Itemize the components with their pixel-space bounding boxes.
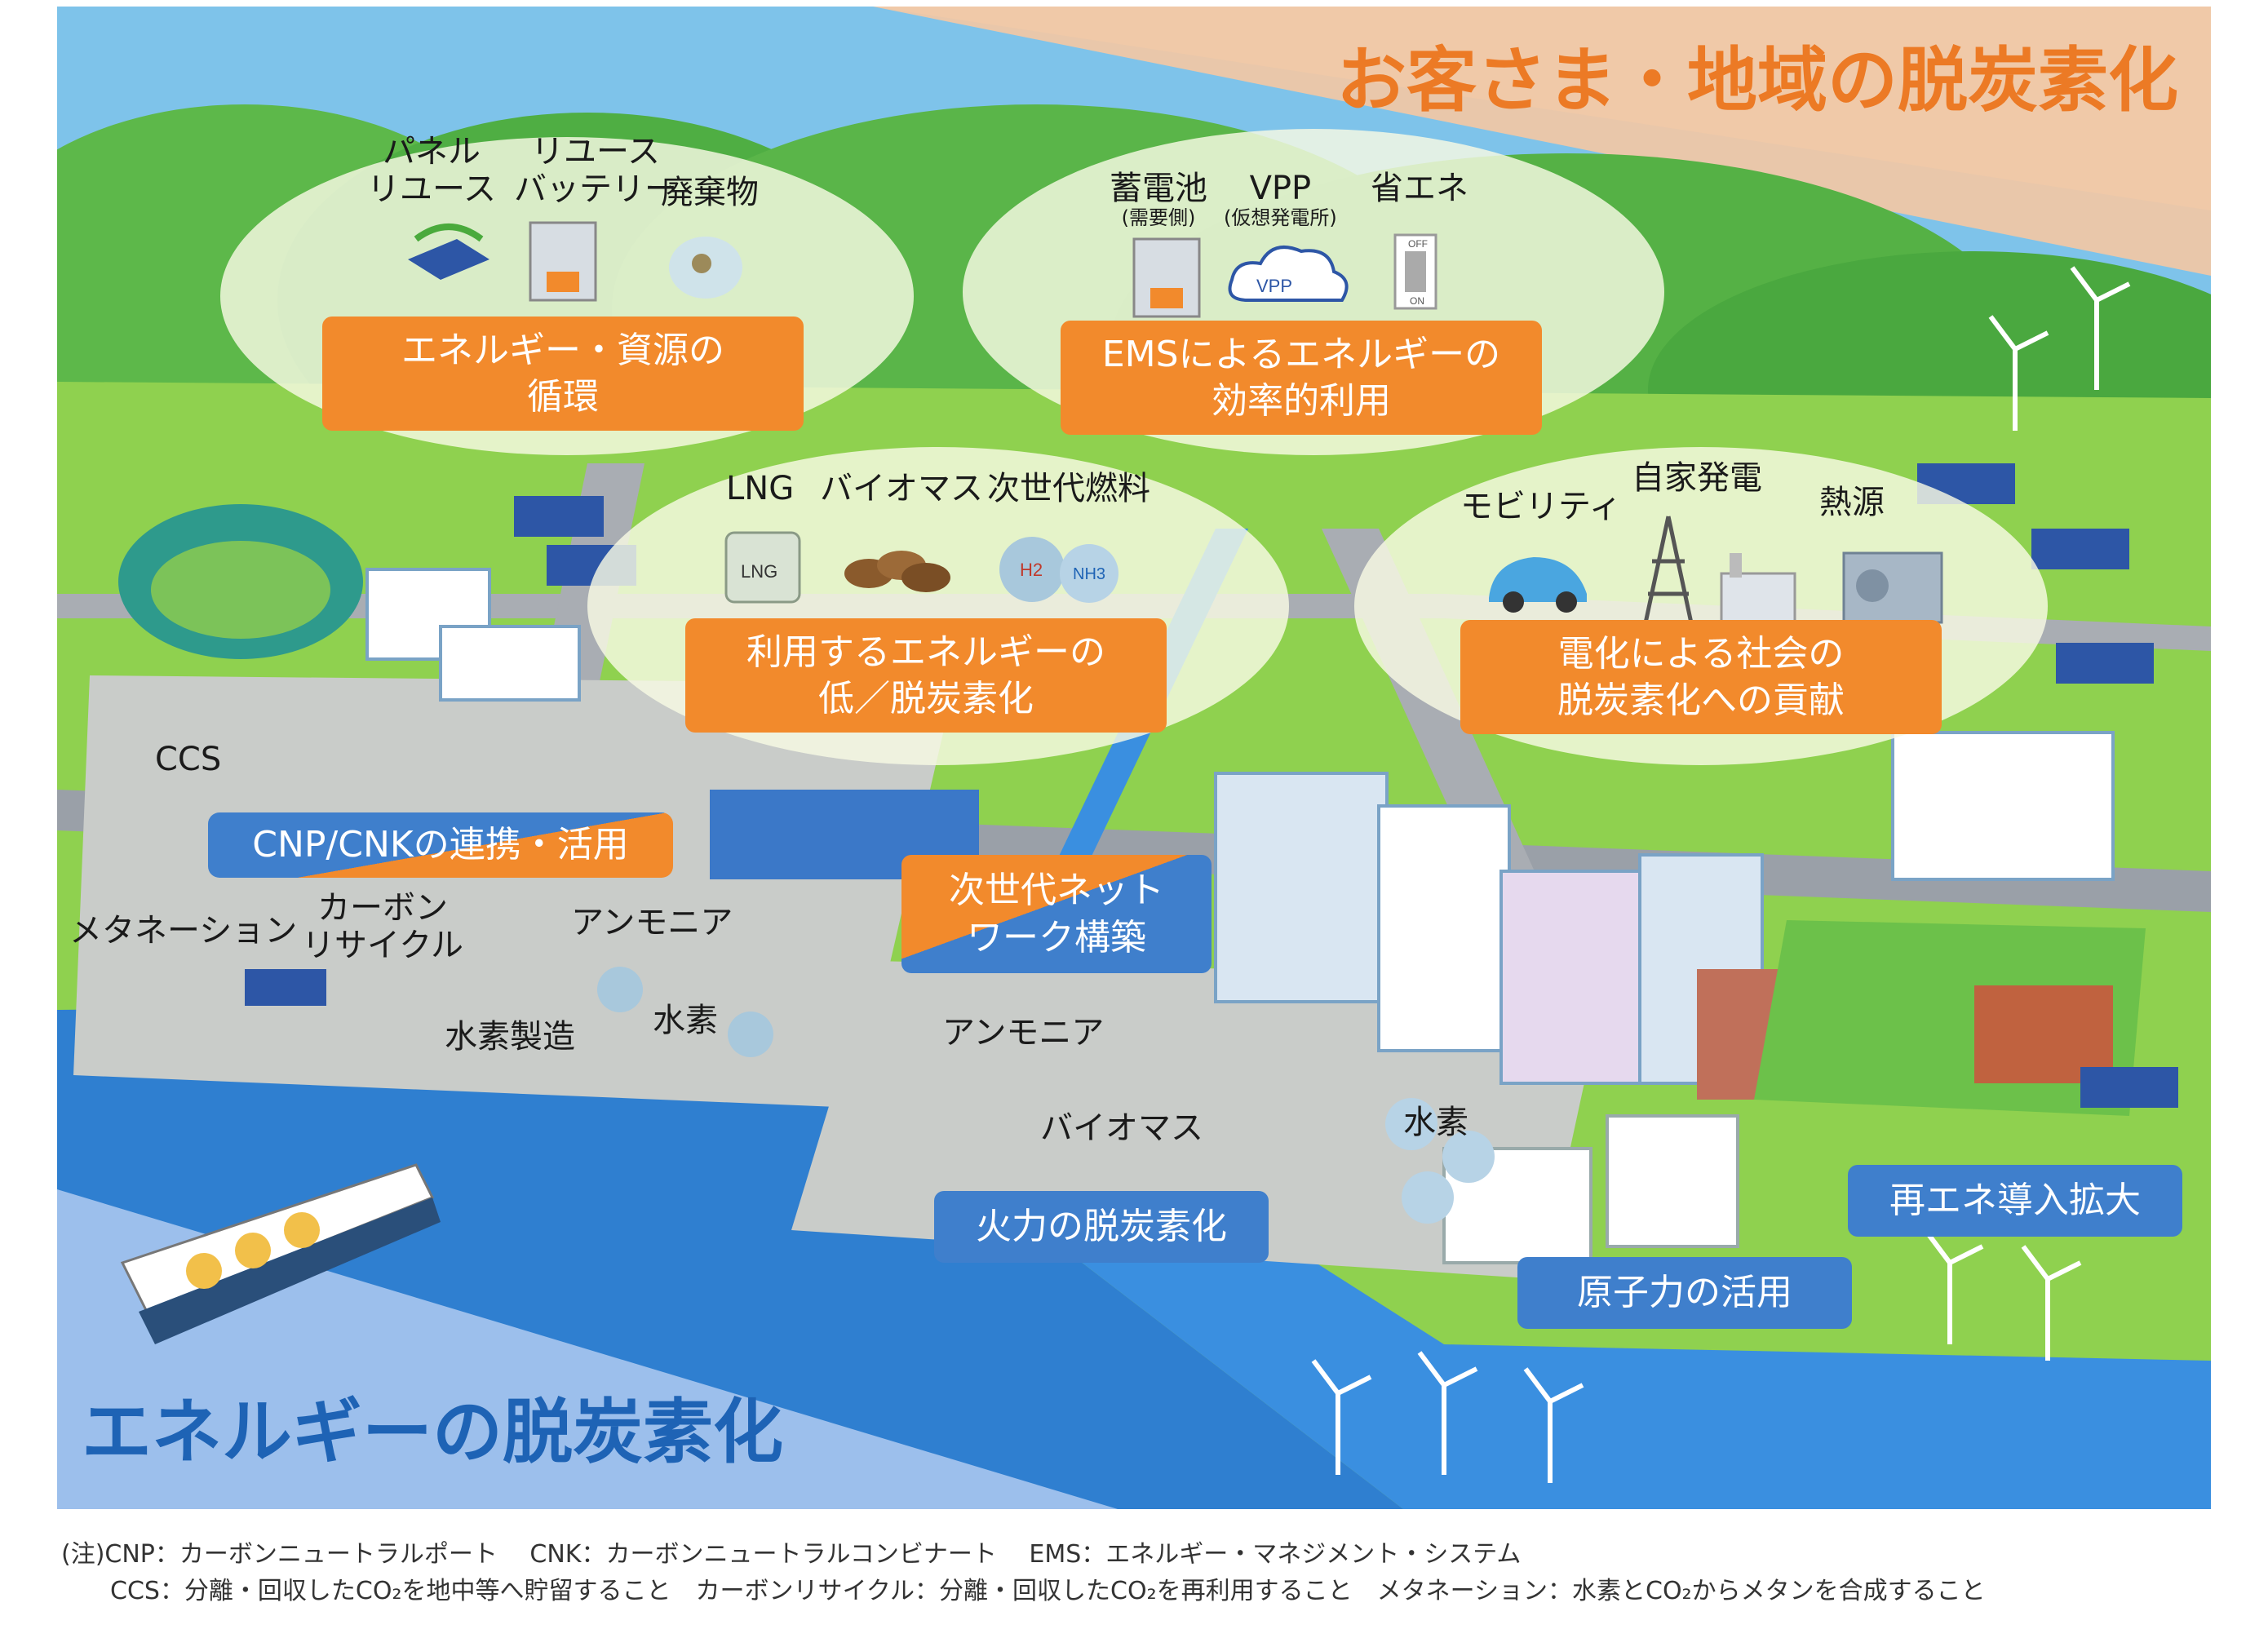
power-tower-icon — [1641, 516, 1695, 631]
solar-panel-icon — [408, 224, 489, 280]
hydrogen-production-label: 水素製造 — [445, 1018, 575, 1056]
nuclear-utilization-box: 原子力の活用 — [1517, 1257, 1852, 1329]
nh3-text: NH3 — [1073, 565, 1105, 583]
switch-on-text: ON — [1410, 295, 1424, 307]
biomass-plant-label: バイオマス — [1040, 1109, 1203, 1147]
battery-icon — [529, 221, 597, 302]
biomass-label: バイオマス — [820, 470, 983, 507]
electric-car-icon — [1489, 557, 1587, 613]
panel-reuse-label: パネル リユース — [367, 133, 496, 208]
hydrogen-label-1: 水素 — [653, 1002, 718, 1039]
ammonia-label-1: アンモニア — [571, 904, 733, 941]
factory-icon — [1720, 553, 1796, 624]
note-line-2: CCS：分離・回収したCO₂を地中等へ貯留すること カーボンリサイクル：分離・回… — [110, 1577, 1986, 1605]
ccs-label: CCS — [155, 741, 222, 778]
vpp-label: VPP(仮想発電所) — [1224, 170, 1337, 229]
cnp-cnk-collaboration-box: CNP/CNKの連携・活用 — [208, 812, 673, 878]
mobility-label: モビリティ — [1460, 488, 1622, 525]
ammonia-label-2: アンモニア — [942, 1014, 1105, 1051]
vpp-cloud-icon: VPP — [1228, 246, 1349, 302]
energy-saving-label: 省エネ — [1371, 170, 1468, 207]
heat-source-label: 熱源 — [1819, 484, 1885, 521]
renewable-expansion-box: 再エネ導入拡大 — [1848, 1165, 2182, 1237]
next-gen-network-box: 次世代ネット ワーク構築 — [901, 855, 1212, 973]
private-power-label: 自家発電 — [1632, 459, 1762, 497]
electrification-contribution-box: 電化による社会の 脱炭素化への貢献 — [1460, 620, 1942, 734]
heat-pump-icon — [1842, 551, 1943, 624]
low-carbon-energy-box: 利用するエネルギーの 低／脱炭素化 — [685, 618, 1167, 733]
hydrogen-ammonia-tanks-icon: H2 NH3 — [999, 537, 1118, 603]
methanation-label: メタネーション — [69, 912, 298, 950]
light-switch-icon: OFF ON — [1393, 233, 1437, 310]
vpp-icon-text: VPP — [1256, 276, 1292, 296]
storage-battery-label: 蓄電池(需要側) — [1110, 170, 1207, 229]
h2-text: H2 — [1020, 560, 1043, 580]
battery-icon — [1132, 237, 1201, 318]
next-gen-fuel-label: 次世代燃料 — [987, 470, 1150, 507]
reuse-battery-label: リユース バッテリー — [514, 133, 677, 208]
ems-efficient-use-box: EMSによるエネルギーの 効率的利用 — [1061, 321, 1542, 435]
lng-label: LNG — [726, 470, 795, 507]
switch-off-text: OFF — [1408, 238, 1428, 250]
title-energy-decarbonization: エネルギーの脱炭素化 — [82, 1392, 783, 1473]
waste-bag-icon — [669, 237, 742, 299]
note-line-1: (注)CNP：カーボンニュートラルポート CNK：カーボンニュートラルコンビナー… — [61, 1540, 1522, 1569]
resource-circulation-box: エネルギー・資源の 循環 — [322, 317, 804, 431]
illustration: お客さま・地域の脱炭素化 エネルギーの脱炭素化 パネル リユース リユース バッ… — [57, 7, 2211, 1509]
lng-tank-text: LNG — [741, 561, 777, 582]
title-customer-decarbonization: お客さま・地域の脱炭素化 — [1336, 40, 2178, 122]
waste-label: 廃棄物 — [661, 174, 759, 211]
hydrogen-label-2: 水素 — [1403, 1104, 1468, 1141]
thermal-decarbonization-box: 火力の脱炭素化 — [934, 1191, 1269, 1263]
lng-tank-icon: LNG — [724, 531, 801, 604]
carbon-recycle-label: カーボン リサイクル — [302, 889, 463, 964]
wood-logs-icon — [844, 551, 950, 592]
